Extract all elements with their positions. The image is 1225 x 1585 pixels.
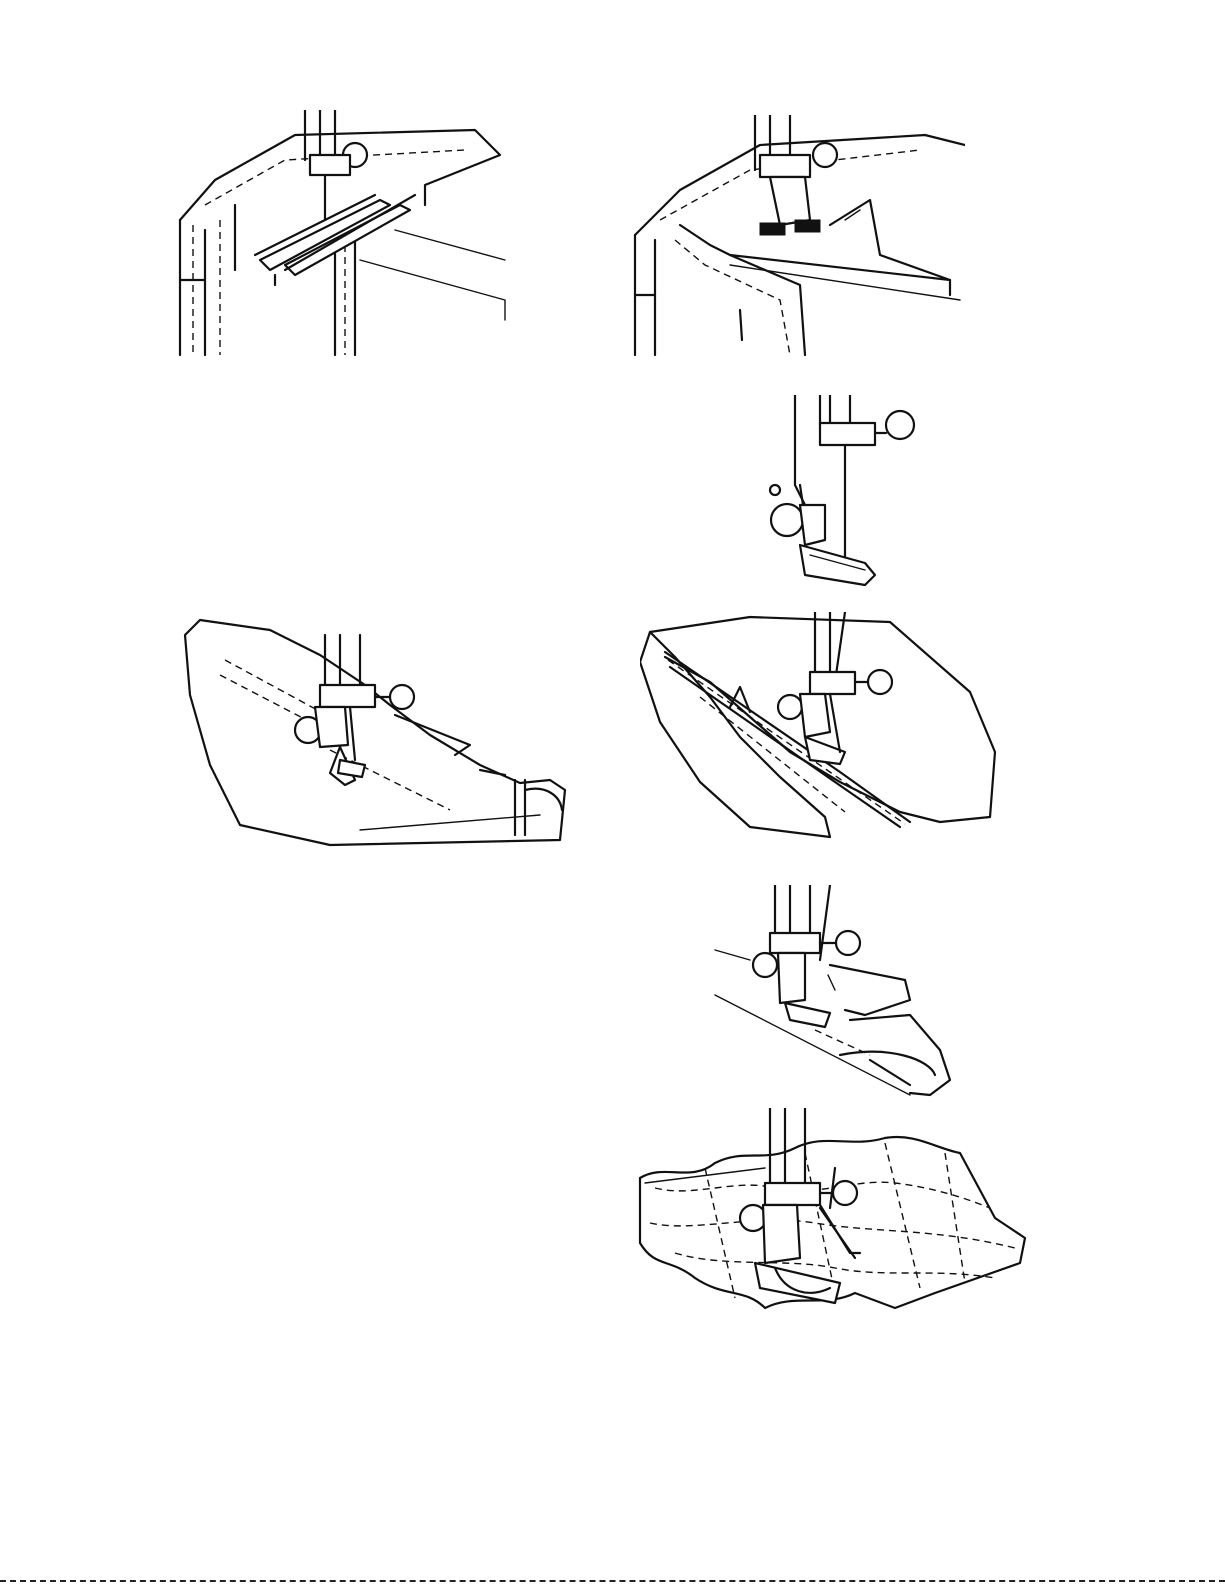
cording-foot-icon <box>710 885 960 1110</box>
illustration-cording-foot <box>710 885 960 1110</box>
narrow-hem-foot-icon <box>180 615 570 850</box>
edge-guide-foot-icon <box>175 110 510 360</box>
illustration-quilting-foot <box>635 1108 1030 1318</box>
presser-foot-corner-icon <box>630 115 965 360</box>
illustration-narrow-hem-foot <box>180 615 570 850</box>
illustration-corner-presser-foot <box>630 115 965 360</box>
illustration-edge-guide-foot <box>175 110 510 360</box>
illustration-zipper-foot <box>640 612 1000 847</box>
illustration-presser-foot-closeup <box>765 395 945 595</box>
zipper-foot-icon <box>640 612 1000 847</box>
quilting-guide-foot-icon <box>635 1108 1030 1318</box>
page-bottom-border <box>0 1580 1225 1582</box>
presser-foot-closeup-icon <box>765 395 945 595</box>
